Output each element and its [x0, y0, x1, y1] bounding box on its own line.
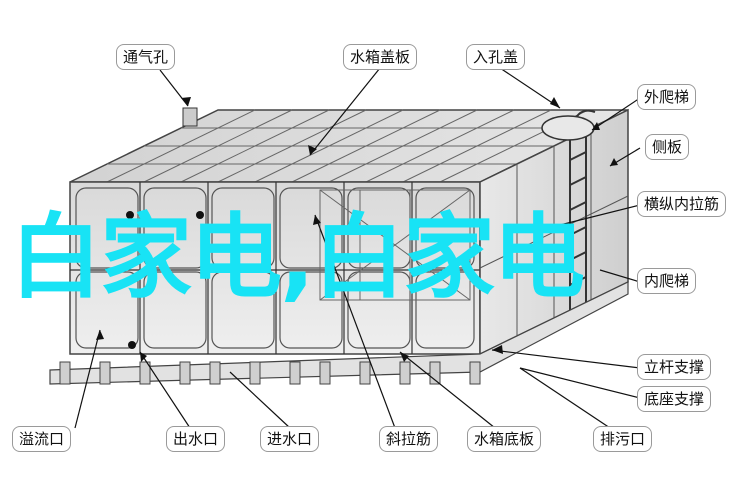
callout-drain: 排污口 — [593, 426, 653, 452]
manhole-fitting — [541, 115, 595, 141]
tank-side — [479, 108, 629, 356]
watermark-text: 白家电,白家电 — [10, 204, 585, 311]
callout-manhole: 入孔盖 — [466, 44, 526, 70]
callout-vent: 通气孔 — [116, 44, 176, 70]
callout-column-support: 立杆支撑 — [637, 354, 712, 380]
callout-diagonal-rod: 斜拉筋 — [379, 426, 439, 452]
leader-arrowheads — [96, 97, 618, 362]
callout-outer-ladder: 外爬梯 — [637, 84, 697, 110]
callout-side-panel: 侧板 — [645, 134, 690, 160]
vent-fitting — [182, 107, 198, 127]
callout-inlet: 进水口 — [260, 426, 320, 452]
leader-lines — [74, 67, 641, 429]
callout-overflow: 溢流口 — [12, 426, 72, 452]
callout-base-support: 底座支撑 — [637, 386, 712, 412]
tank-base — [49, 281, 629, 385]
callout-inner-ladder: 内爬梯 — [637, 268, 697, 294]
callout-tie-rods: 横纵内拉筋 — [637, 191, 727, 217]
callout-outlet: 出水口 — [166, 426, 226, 452]
callout-bottom-plate: 水箱底板 — [467, 426, 542, 452]
callout-lid: 水箱盖板 — [343, 44, 418, 70]
tank-front — [69, 181, 494, 355]
